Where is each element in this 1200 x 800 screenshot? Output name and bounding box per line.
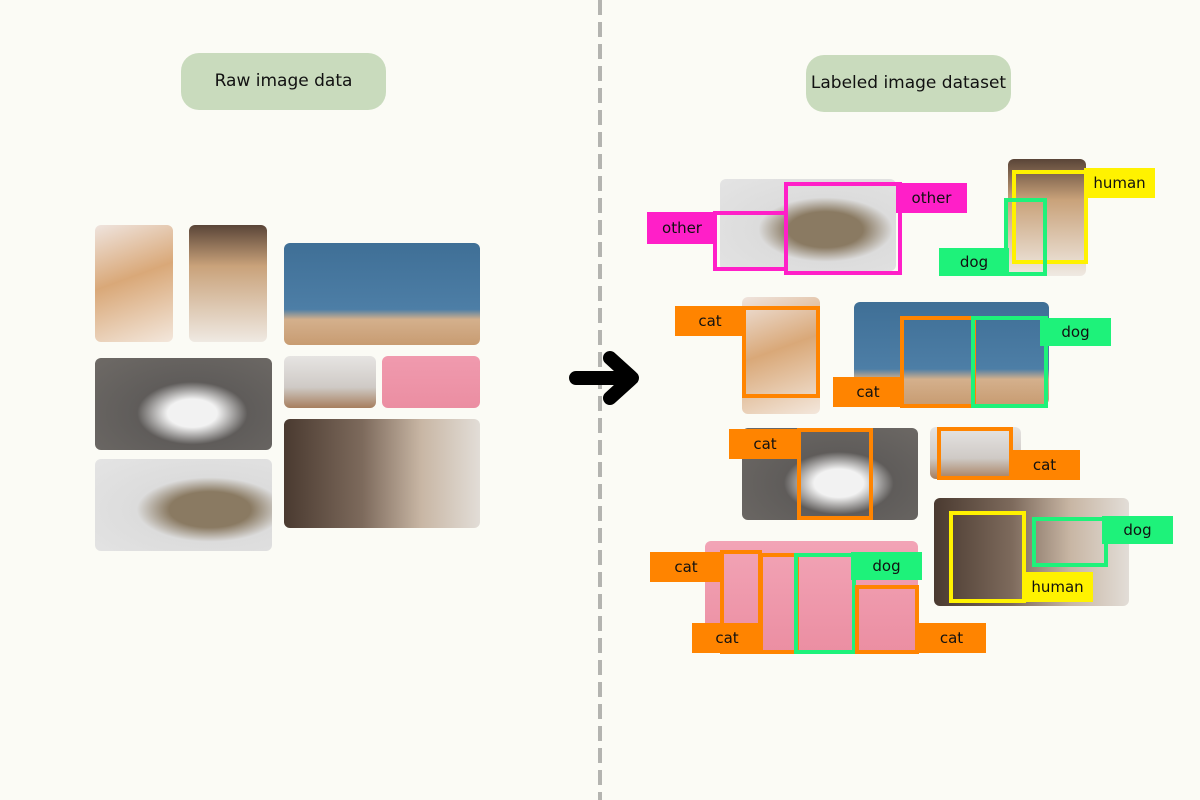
labeled-image-woman-dog [1008,159,1086,276]
label-dog-4: dog [851,552,922,580]
labeled-image-cat-hat [930,427,1021,479]
label-cat-1: cat [675,306,745,336]
label-dog-3: dog [1102,516,1173,544]
label-human-1: human [1084,168,1155,198]
raw-image-cat-sunglasses [95,358,272,450]
raw-data-title: Raw image data [181,53,386,110]
bbox-dog-1 [1004,198,1047,276]
bbox-cat-4 [937,427,1013,480]
raw-image-cat-hat [284,356,376,408]
bbox-cat-6 [759,553,799,654]
label-dog-1: dog [939,248,1009,276]
bbox-cat-7 [855,585,919,654]
label-cat-6: cat [692,623,762,653]
bbox-rabbit [713,211,788,271]
bbox-cat-1 [742,306,820,398]
raw-image-cat-dog-blue [284,243,480,345]
labeled-dataset-title-text: Labeled image dataset [810,73,1007,93]
raw-image-woman-dog [189,225,267,342]
bbox-dog-4 [794,553,856,654]
bbox-human-1 [1012,170,1088,264]
bbox-human-2 [949,511,1026,603]
bbox-dog-3 [1032,517,1108,567]
label-rabbit: other [647,212,717,244]
label-cat-3: cat [729,429,801,459]
label-cat-4: cat [1009,450,1080,480]
label-dog-2: dog [1040,318,1111,346]
labeled-image-rabbit-tortoise [720,179,896,271]
bbox-dog-2 [971,316,1048,408]
raw-data-title-text: Raw image data [214,71,353,91]
raw-image-woman-dog-bed [284,419,480,528]
panel-divider [598,0,602,800]
right-arrow-icon [569,351,639,405]
bbox-cat-2 [900,316,976,408]
bbox-tortoise [784,182,902,275]
bbox-cat-3 [797,428,873,520]
label-cat-5: cat [650,552,722,582]
labeled-dataset-title: Labeled image dataset [806,55,1011,112]
raw-image-cat-portrait [95,225,173,342]
raw-image-pets-pink [382,356,480,408]
label-cat-2: cat [833,377,903,407]
label-cat-7: cat [917,623,986,653]
label-tortoise: other [896,183,967,213]
label-human-2: human [1022,572,1093,602]
raw-image-rabbit-tortoise [95,459,272,551]
